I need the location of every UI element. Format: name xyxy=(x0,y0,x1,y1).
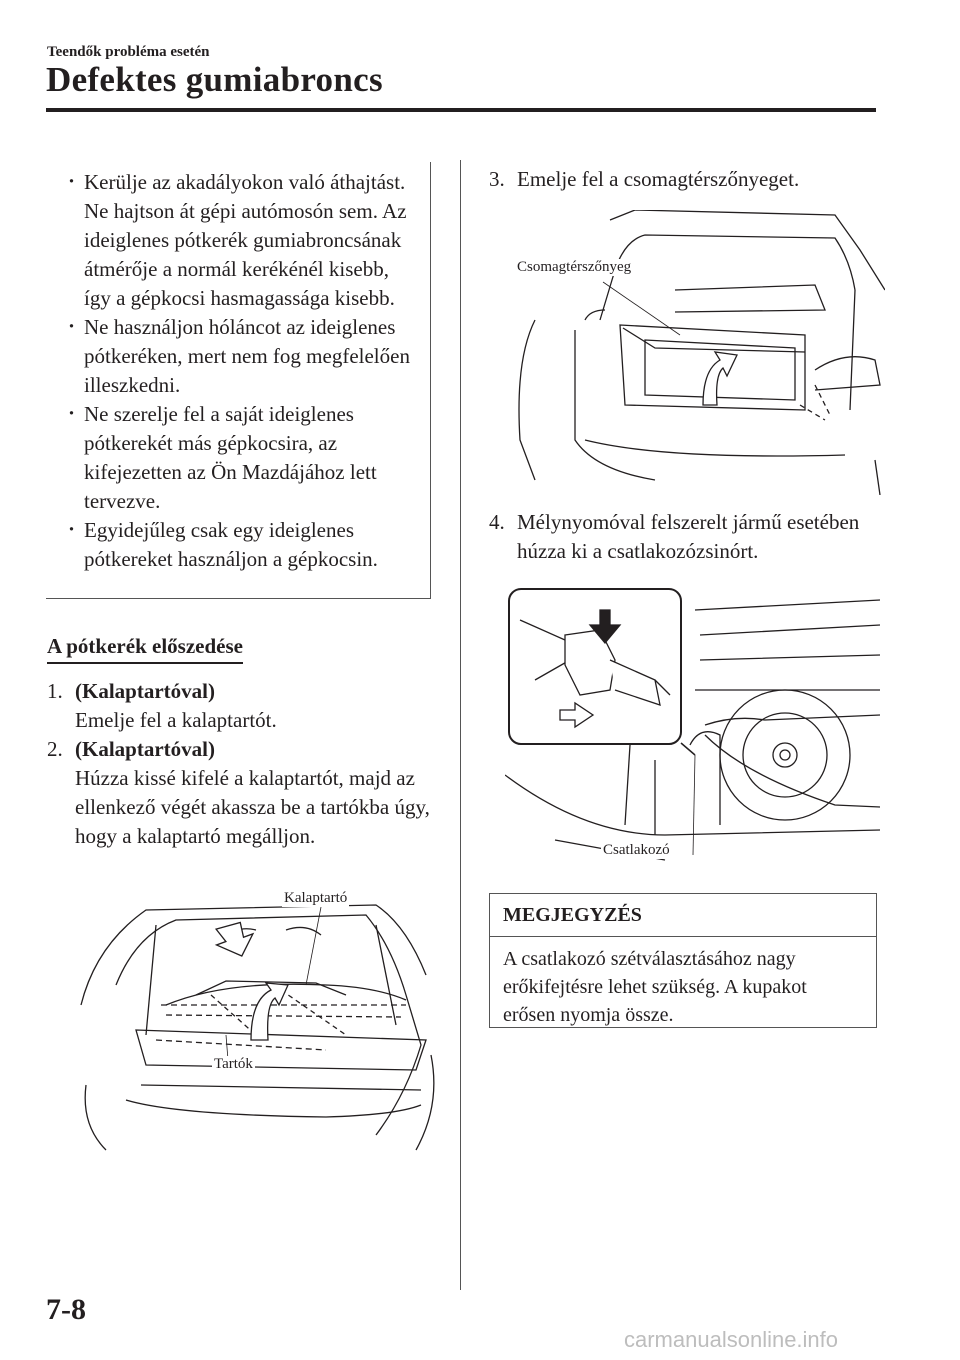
trunk-mat-label: Csomagtérszőnyeg xyxy=(515,259,634,276)
step-text: Húzza kissé kifelé a kalaptartót, majd a… xyxy=(75,766,430,848)
trunk-mat-illustration: Csomagtérszőnyeg xyxy=(515,209,886,496)
page-number: 7-8 xyxy=(46,1293,86,1326)
caution-box xyxy=(46,162,431,599)
watermark: carmanualsonline.info xyxy=(624,1327,839,1352)
step-number: 2. xyxy=(47,737,63,761)
step-text: Emelje fel a kalaptartót. xyxy=(75,708,277,732)
connector-drawing xyxy=(504,588,881,861)
caution-bullet-list: Kerülje az akadályokon való áthajtást. N… xyxy=(64,167,414,574)
note-heading: MEGJEGYZÉS xyxy=(490,894,876,937)
parcel-shelf-label: Kalaptartó xyxy=(282,890,350,907)
step-number: 3. xyxy=(489,167,505,191)
step-number: 1. xyxy=(47,679,63,703)
step-text: Mélynyomóval felszerelt jármű esetében h… xyxy=(517,510,860,563)
step-condition: (Kalaptartóval) xyxy=(75,679,215,703)
page-title: Defektes gumiabroncs xyxy=(46,60,383,99)
caution-bullet: Kerülje az akadályokon való áthajtást. N… xyxy=(64,167,414,313)
note-box: MEGJEGYZÉS A csatlakozó szétválasztásáho… xyxy=(489,893,877,1028)
trunk-mat-drawing xyxy=(518,209,886,496)
hooks-label: Tartók xyxy=(212,1056,255,1073)
note-text: A csatlakozó szétválasztásához nagy erők… xyxy=(503,948,807,1026)
section-title: A pótkerék előszedése xyxy=(47,634,243,664)
section-header: Teendők probléma esetén xyxy=(47,44,210,60)
caution-bullet: Egyidejűleg csak egy ideiglenes pótkerek… xyxy=(64,515,414,574)
caution-bullet: Ne használjon hóláncot az ideiglenes pót… xyxy=(64,312,414,400)
step-condition: (Kalaptartóval) xyxy=(75,737,215,761)
trunk-shelf-drawing xyxy=(80,904,435,1151)
connector-illustration: Csatlakozó xyxy=(504,585,881,870)
header-rule xyxy=(46,108,876,112)
column-divider xyxy=(460,160,461,1290)
parcel-shelf-illustration: Kalaptartó Tartók xyxy=(76,885,446,1155)
step-number: 4. xyxy=(489,510,505,534)
caution-bullet: Ne szerelje fel a saját ideiglenes pótke… xyxy=(64,399,414,516)
step-text: Emelje fel a csomagtérszőnyeget. xyxy=(517,167,800,191)
connector-label: Csatlakozó xyxy=(601,842,672,859)
